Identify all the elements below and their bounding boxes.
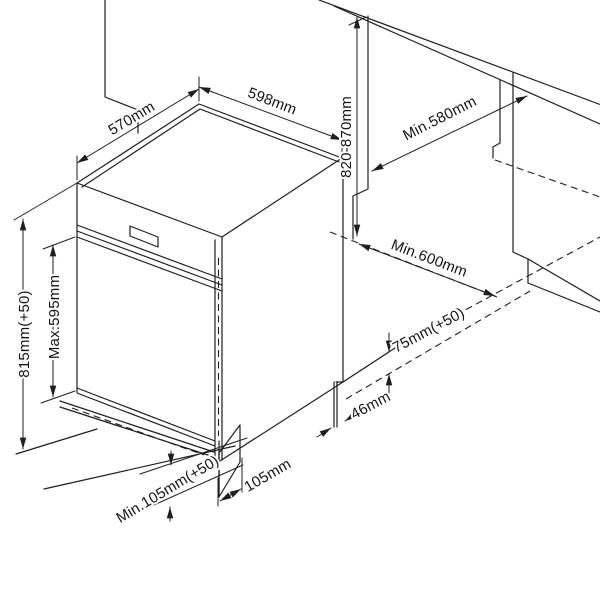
door-bottom-edge <box>76 387 216 442</box>
plinth-hidden-line <box>71 407 205 456</box>
dimension-width-598: 598mm <box>198 82 343 156</box>
niche-left-panel <box>352 15 369 240</box>
dim-label-back-bottom-gap: 46mm <box>348 388 393 423</box>
control-panel-display <box>129 225 159 248</box>
dimension-niche-width-600: Min.600mm <box>358 234 496 297</box>
dimension-plinth-clearance-75: 75mm(+50) <box>385 303 470 394</box>
dishwasher-side-bottom-edge <box>219 381 344 462</box>
dim-label-niche-width: Min.600mm <box>389 236 470 281</box>
dim-label-plinth-depth: 105mm <box>241 455 294 495</box>
dimension-niche-depth-580: Min.580mm <box>371 91 528 172</box>
dim-label-niche-height: 820-870mm <box>338 96 355 178</box>
control-panel-band-line <box>76 230 223 286</box>
dimension-door-height-595: Max.595mm <box>40 236 76 404</box>
dimension-plinth-recess-min-105: Min.105mm(+50) <box>111 437 248 529</box>
dimension-niche-height-820-870: 820-870mm <box>336 16 367 237</box>
dim-label-plinth-clearance: 75mm(+50) <box>390 305 468 357</box>
dimension-overall-height-815: 815mm(+50) <box>13 182 78 450</box>
plinth-band <box>59 406 212 457</box>
dim-label-overall-height: 815mm(+50) <box>16 290 33 377</box>
control-panel-band-line <box>76 236 223 292</box>
control-panel-band-line <box>76 224 223 280</box>
floor-clearance-dashed-lines <box>329 159 600 400</box>
dim-label-plinth-recess-min: Min.105mm(+50) <box>113 452 222 527</box>
plinth-band <box>59 400 215 453</box>
door-bottom-edge <box>76 392 216 447</box>
dim-label-niche-depth: Min.580mm <box>400 93 479 145</box>
dishwasher-back-right-edge <box>335 157 344 383</box>
right-cabinet-panel <box>492 72 600 313</box>
plinth-recess-side-face <box>218 424 241 498</box>
dim-label-width-top: 598mm <box>245 84 299 118</box>
dishwasher-outline <box>59 103 344 498</box>
dimension-back-gap-46: 46mm <box>316 386 395 438</box>
dim-label-door-max-height: Max.595mm <box>46 275 63 359</box>
